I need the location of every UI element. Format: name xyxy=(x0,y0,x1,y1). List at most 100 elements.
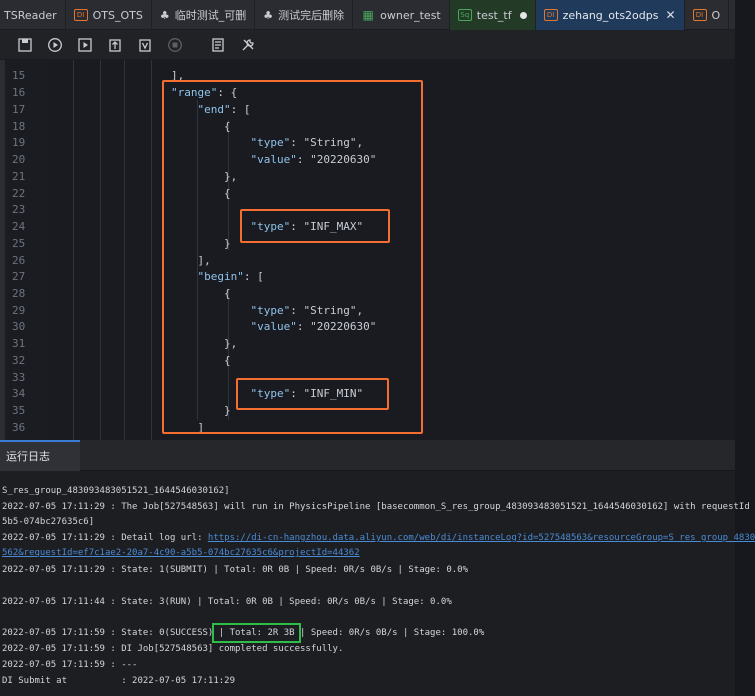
code-text: { xyxy=(171,187,231,200)
code-text: { xyxy=(171,287,231,300)
tab-label: test_tf xyxy=(476,8,512,22)
code-text: } xyxy=(171,404,231,417)
code-line: 22 { xyxy=(0,186,735,202)
line-number: 24 xyxy=(12,220,26,233)
tab-overflow[interactable]: DI O xyxy=(685,0,730,30)
log-line: 2022-07-05 17:11:44 : State: 3(RUN) | To… xyxy=(2,597,452,607)
range-highlight-box xyxy=(162,80,423,434)
log-line: 2022-07-05 17:11:29 : State: 1(SUBMIT) |… xyxy=(2,565,468,575)
code-text: "range": { xyxy=(171,86,238,99)
tab-label: 测试完后删除 xyxy=(278,9,345,22)
di-node-icon: DI xyxy=(543,9,558,21)
indent-guide xyxy=(228,120,229,250)
indent-guide xyxy=(151,60,152,440)
code-line: 24 "type": "INF_MAX" xyxy=(0,219,735,235)
code-text: "value": "20220630" xyxy=(250,320,377,333)
log-line: DI Submit at : 2022-07-05 17:11:29 xyxy=(2,676,235,686)
tab-test-delete[interactable]: ♣ 测试完后删除 xyxy=(255,0,354,30)
code-line: 21 }, xyxy=(0,169,735,185)
line-number-gutter xyxy=(5,60,47,440)
di-node-icon: DI xyxy=(73,9,88,21)
code-text: "value": "20220630" xyxy=(250,153,377,166)
indent-guide xyxy=(197,100,198,420)
code-text: "type": "String", xyxy=(250,304,364,317)
code-line: 31 }, xyxy=(0,336,735,352)
indent-guide xyxy=(73,60,74,440)
di-node-icon: DI xyxy=(692,9,707,21)
table-icon: ▦ xyxy=(362,8,374,22)
code-line: 15], xyxy=(0,68,735,84)
line-number: 18 xyxy=(12,120,26,133)
tab-label: owner_test xyxy=(380,8,441,22)
code-line: 29 "type": "String", xyxy=(0,303,735,319)
tools-icon[interactable] xyxy=(240,37,256,53)
code-line: 19 "type": "String", xyxy=(0,135,735,151)
code-text: "end": [ xyxy=(197,103,251,116)
log-tab-bar: 运行日志 xyxy=(0,440,735,471)
workflow-node-icon: ♣ xyxy=(159,8,170,22)
detail-log-link[interactable]: https://di-cn-hangzhou.data.aliyun.com/w… xyxy=(207,533,755,543)
tab-tsreader[interactable]: TSReader xyxy=(0,0,66,30)
unsaved-dot-icon xyxy=(519,11,527,19)
save-icon[interactable] xyxy=(17,37,33,53)
tab-ots-ots[interactable]: DI OTS_OTS xyxy=(66,0,152,30)
code-line: 23 xyxy=(0,202,735,218)
run-icon[interactable] xyxy=(47,37,63,53)
line-number: 25 xyxy=(12,237,26,250)
log-line: 2022-07-05 17:11:29 : The Job[527548563]… xyxy=(2,502,750,512)
code-line: 18 { xyxy=(0,119,735,135)
tab-owner-test[interactable]: ▦ owner_test xyxy=(353,0,450,30)
code-text: }, xyxy=(171,337,238,350)
editor-left-strip xyxy=(0,60,5,440)
log-text: 2022-07-05 17:11:29 : Detail log url: xyxy=(2,533,208,543)
tab-label: OTS_OTS xyxy=(92,8,143,22)
line-number: 35 xyxy=(12,404,26,417)
detail-log-link-continued[interactable]: 562&requestId=ef7c1ae2-20a7-4c90-a5b5-07… xyxy=(2,548,360,558)
tab-run-log[interactable]: 运行日志 xyxy=(0,440,80,471)
code-text: { xyxy=(171,120,231,133)
tab-label: zehang_ots2odps xyxy=(562,8,659,22)
code-line: 34 "type": "INF_MIN" xyxy=(0,386,735,402)
tab-temp-test[interactable]: ♣ 临时测试_可删 xyxy=(152,0,256,30)
line-number: 16 xyxy=(12,86,26,99)
tab-zehang-ots2odps[interactable]: DI zehang_ots2odps ✕ xyxy=(535,0,685,30)
log-line: 2022-07-05 17:11:59 : State: 0(SUCCESS) … xyxy=(2,628,485,638)
close-icon[interactable]: ✕ xyxy=(665,8,676,22)
tab-test-tf[interactable]: Sq test_tf xyxy=(449,0,536,30)
line-number: 34 xyxy=(12,387,26,400)
log-line: S_res_group_483093483051521_164454603016… xyxy=(2,486,230,496)
code-line: 27 "begin": [ xyxy=(0,269,735,285)
editor-tab-bar: TSReader DI OTS_OTS ♣ 临时测试_可删 ♣ 测试完后删除 ▦… xyxy=(0,0,735,30)
log-line: 2022-07-05 17:11:29 : Detail log url: ht… xyxy=(2,533,755,543)
run-log-panel: 运行日志 S_res_group_483093483051521_1644546… xyxy=(0,440,755,696)
code-text: ] xyxy=(171,421,205,434)
code-editor[interactable]: 15], 16 "range": { 17 "end": [ 18 { 19 "t… xyxy=(0,60,735,440)
code-line: 33 xyxy=(0,370,735,386)
code-text: }, xyxy=(171,170,238,183)
line-number: 15 xyxy=(12,69,26,82)
code-text: ], xyxy=(171,69,185,82)
line-number: 31 xyxy=(12,337,26,350)
publish-icon[interactable] xyxy=(137,37,153,53)
line-number: 30 xyxy=(12,320,26,333)
line-number: 20 xyxy=(12,153,26,166)
line-number: 29 xyxy=(12,304,26,317)
inf-min-highlight-box xyxy=(236,378,389,410)
stop-icon[interactable] xyxy=(167,37,183,53)
run-with-params-icon[interactable] xyxy=(77,37,93,53)
indent-guide xyxy=(228,290,229,420)
code-line: 20 "value": "20220630" xyxy=(0,152,735,168)
workflow-node-icon: ♣ xyxy=(263,8,274,22)
submit-icon[interactable] xyxy=(107,37,123,53)
line-number: 26 xyxy=(12,254,26,267)
code-line: 25 } xyxy=(0,236,735,252)
log-line: 2022-07-05 17:11:59 : DI Job[527548563] … xyxy=(2,644,344,654)
code-line: 26 ], xyxy=(0,253,735,269)
code-line: 17 "end": [ xyxy=(0,102,735,118)
code-text: "type": "INF_MAX" xyxy=(250,220,364,233)
format-icon[interactable] xyxy=(210,37,226,53)
tab-label: TSReader xyxy=(4,8,57,22)
tab-label: O xyxy=(711,8,721,22)
code-line: 36 ] xyxy=(0,420,735,436)
log-line: 5b5-074bc27635c6] xyxy=(2,517,95,527)
